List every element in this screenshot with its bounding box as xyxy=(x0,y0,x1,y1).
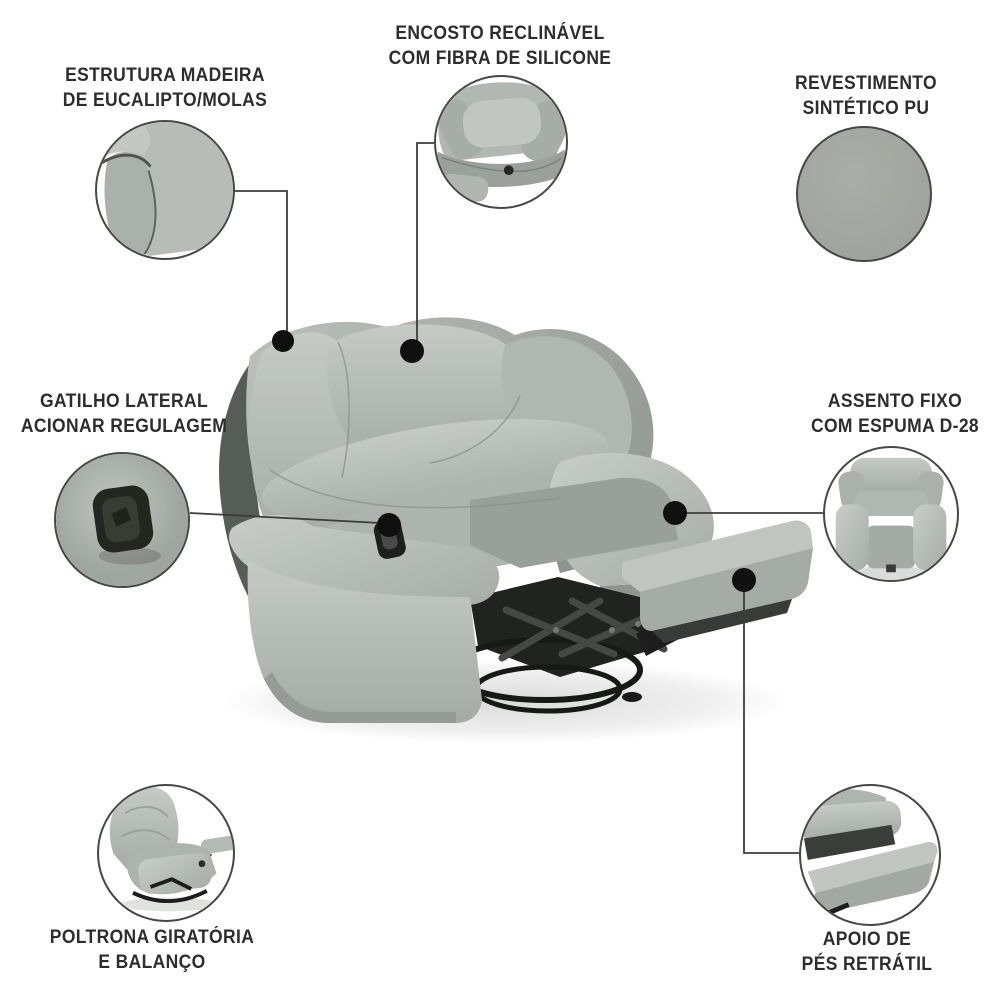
callout-label-encosto: ENCOSTO RECLINÁVEL COM FIBRA DE SILICONE xyxy=(344,22,657,71)
callout-circle-gatilho xyxy=(54,452,190,588)
callout-label-apoio: APOIO DE PÉS RETRÁTIL xyxy=(747,928,986,977)
callout-circle-apoio xyxy=(799,784,941,926)
chair-wing-left xyxy=(249,332,350,551)
chair-swivel-base xyxy=(445,637,643,714)
callout-dot-assento xyxy=(663,501,687,525)
callout-dot-estrutura xyxy=(272,330,294,352)
label-line: PÉS RETRÁTIL xyxy=(801,953,933,975)
label-line: POLTRONA GIRATÓRIA xyxy=(49,927,255,948)
chair-armrest-left-top xyxy=(229,514,500,606)
chair-armrest-right-front xyxy=(600,540,715,609)
callout-circle-estrutura xyxy=(95,120,235,260)
chair-backrest xyxy=(246,317,654,571)
chair-linkage-rivets xyxy=(553,621,641,633)
callout-label-estrutura: ESTRUTURA MADEIRA DE EUCALIPTO/MOLAS xyxy=(27,64,303,113)
label-line: REVESTIMENTO xyxy=(794,73,938,94)
chair-seams xyxy=(269,341,561,509)
chair-lumbar-roll-upper xyxy=(262,418,608,526)
label-line: ASSENTO FIXO xyxy=(827,391,963,412)
chair-seatback-lower xyxy=(540,491,670,573)
chair-armrest-left-panel xyxy=(247,560,482,723)
callout-circle-assento xyxy=(823,446,959,582)
callout-dot-apoio xyxy=(732,568,756,592)
label-line: SINTÉTICO PU xyxy=(802,97,930,119)
label-line: ESTRUTURA MADEIRA xyxy=(65,65,265,86)
chair-armrest-right xyxy=(548,452,714,586)
chair-trigger-handle xyxy=(373,519,406,559)
label-line: COM FIBRA DE SILICONE xyxy=(388,47,612,69)
label-line: E BALANÇO xyxy=(98,951,206,973)
label-line: APOIO DE xyxy=(822,929,912,950)
callout-circle-poltrona xyxy=(97,784,235,922)
chair-back-frame xyxy=(219,344,306,642)
label-line: DE EUCALIPTO/MOLAS xyxy=(62,89,268,111)
callout-label-assento: ASSENTO FIXO COM ESPUMA D-28 xyxy=(775,390,1000,439)
callout-label-gatilho: GATILHO LATERAL ACIONAR REGULAGEM xyxy=(10,390,238,439)
chair-footrest-support xyxy=(636,602,712,656)
chair-footrest xyxy=(622,520,813,643)
chair-headrest-pillow xyxy=(326,324,523,465)
callout-dot-gatilho xyxy=(377,513,401,537)
callout-dot-encosto xyxy=(400,339,424,363)
connector-line-apoio xyxy=(743,590,799,854)
chair-mechanism-housing xyxy=(470,577,652,677)
callout-circle-encosto xyxy=(434,75,568,209)
connector-line-gatilho xyxy=(189,512,382,524)
label-line: GATILHO LATERAL xyxy=(39,391,208,412)
callout-circle-revestimento-pu-swatch xyxy=(796,126,932,262)
label-line: COM ESPUMA D-28 xyxy=(810,415,980,437)
chair-floor-shadow xyxy=(220,660,790,744)
chair-scissor-linkage xyxy=(498,597,668,662)
chair-armrest-left-bottom-shade xyxy=(264,672,456,723)
label-line: ACIONAR REGULAGEM xyxy=(20,415,228,437)
label-line: ENCOSTO RECLINÁVEL xyxy=(395,23,605,44)
connector-line-estrutura xyxy=(234,190,288,333)
chair-seat xyxy=(470,477,678,568)
chair-wing-right xyxy=(501,336,632,507)
callout-label-poltrona: POLTRONA GIRATÓRIA E BALANÇO xyxy=(23,926,281,975)
chair-lumbar-roll-lower xyxy=(311,480,629,576)
callout-label-revestimento: REVESTIMENTO SINTÉTICO PU xyxy=(746,72,985,121)
connector-line-encosto xyxy=(416,142,434,342)
